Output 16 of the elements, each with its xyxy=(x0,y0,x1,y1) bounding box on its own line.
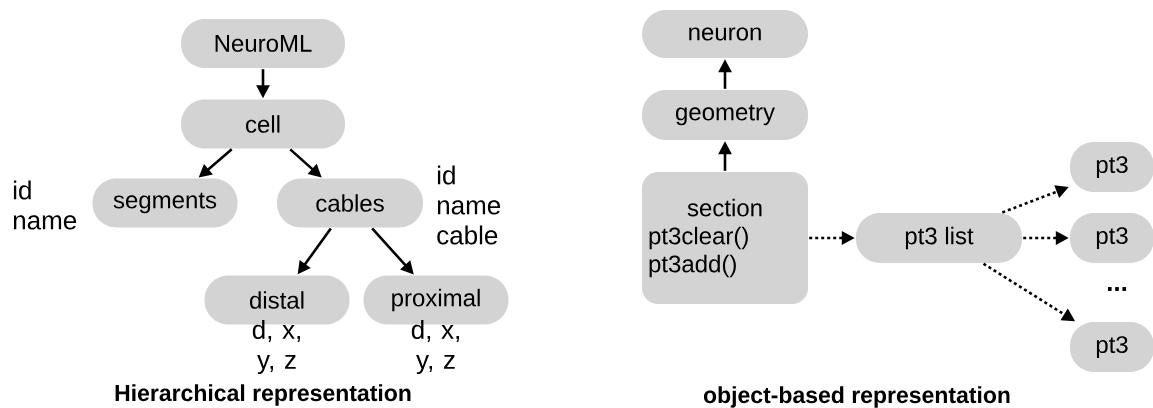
process-box: neuron xyxy=(642,10,808,58)
process-box: cables xyxy=(277,178,423,228)
caption: Hierarchical representation xyxy=(115,384,411,406)
process-box: pt3 list xyxy=(856,213,1022,263)
process-box: pt3 xyxy=(1070,142,1153,192)
ellipsis: ... xyxy=(1107,287,1127,291)
section-box: section pt3clear() pt3add() xyxy=(642,172,808,304)
process-box: segments xyxy=(92,178,238,228)
process-box: geometry xyxy=(642,90,808,140)
process-box: pt3 xyxy=(1070,322,1153,372)
process-box: NeuroML xyxy=(181,19,345,68)
process-box: cell xyxy=(181,99,345,149)
node-annotation: id name cable xyxy=(437,165,501,245)
node-annotation: id name xyxy=(13,180,77,230)
caption: object-based representation xyxy=(703,386,1010,408)
process-box: pt3 xyxy=(1070,213,1153,263)
